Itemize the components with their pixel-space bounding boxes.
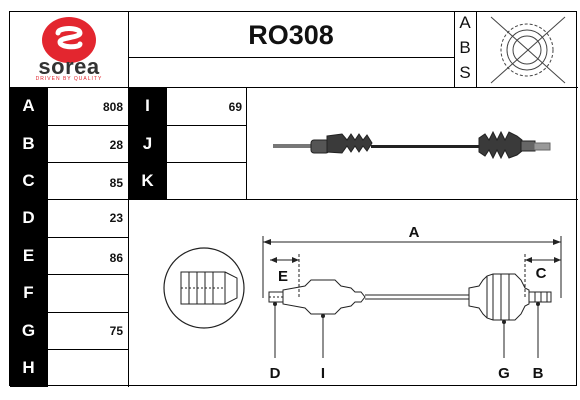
spec-value-a: 808 [102, 100, 123, 114]
spec-letter-i: I [129, 87, 166, 125]
spec-letter-b: B [10, 125, 47, 162]
spec-letter-e: E [10, 237, 47, 274]
dim-label-a: A [409, 224, 420, 241]
dim-label-i: I [321, 365, 325, 382]
brand-logo: sorea DRIVEN BY QUALITY [10, 12, 128, 87]
dim-label-e: E [278, 268, 288, 285]
dim-label-g: G [498, 365, 510, 382]
spec-letter-f: F [10, 274, 47, 312]
brand-name: sorea [38, 54, 100, 79]
spec-letter-h: H [10, 349, 47, 387]
dim-label-c: C [536, 265, 547, 282]
abs-letter-a: A [459, 13, 471, 32]
sorea-logo-icon [42, 17, 96, 63]
part-number: RO308 [248, 20, 334, 50]
abs-letter-s: S [459, 63, 471, 82]
dim-label-b: B [533, 365, 544, 382]
spec-value-i: 69 [228, 100, 242, 114]
spec-letter-k: K [129, 162, 166, 199]
spec-value-c: 85 [109, 176, 123, 190]
drive-shaft-photo [273, 130, 551, 160]
no-abs-ring-icon [490, 16, 566, 84]
spec-letter-a: A [10, 87, 47, 125]
spec-value-g: 75 [109, 324, 123, 338]
spec-letter-c: C [10, 162, 47, 199]
spline-detail-circle [163, 247, 245, 329]
shaft-dimension-drawing: A E C [163, 224, 562, 382]
spec-letter-d: D [10, 199, 47, 237]
spec-value-b: 28 [109, 138, 123, 152]
spec-letter-g: G [10, 312, 47, 349]
dim-label-d: D [270, 365, 281, 382]
spec-letter-j: J [129, 125, 166, 162]
spec-value-d: 23 [109, 211, 123, 225]
brand-tagline: DRIVEN BY QUALITY [35, 76, 103, 82]
spec-sheet: sorea DRIVEN BY QUALITY RO308 A B S A B … [9, 11, 578, 387]
abs-letter-b: B [459, 38, 471, 57]
spec-value-e: 86 [109, 251, 123, 265]
